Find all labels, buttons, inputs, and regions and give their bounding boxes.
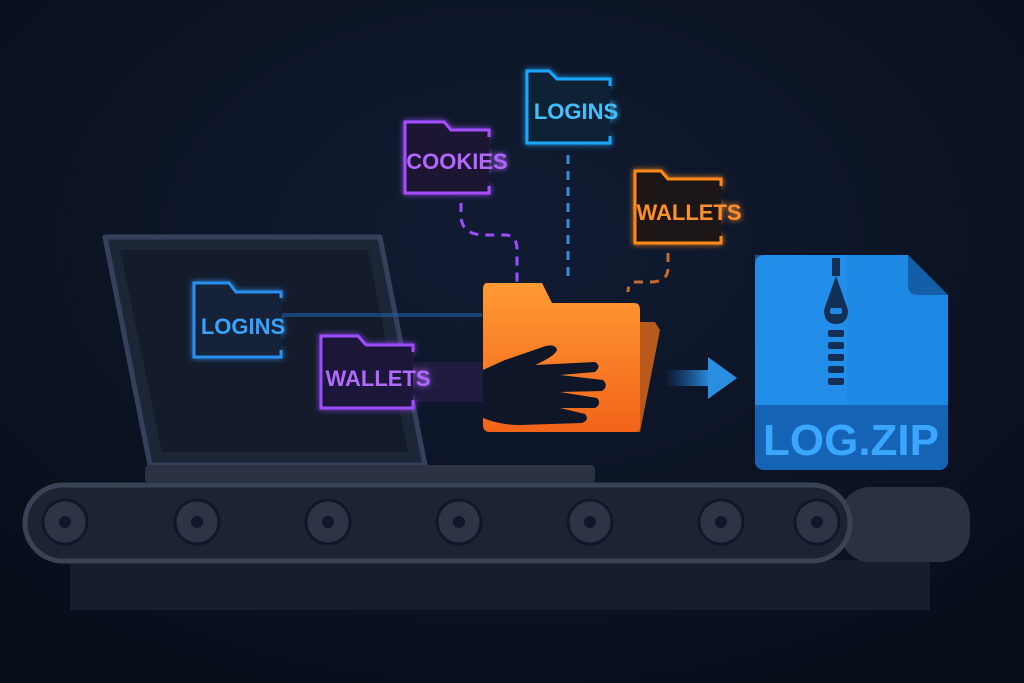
folder-label: COOKIES [406,149,507,174]
arrow-right-icon [665,357,737,399]
conveyor-belt [22,482,970,610]
motion-trail [413,362,488,402]
zip-label: LOG.ZIP [763,416,939,465]
log-zip-file: LOG.ZIP [755,255,948,470]
folder-logins-laptop: LOGINS [192,281,285,359]
folder-label: WALLETS [325,366,430,391]
folder-label: LOGINS [534,99,618,124]
folder-logins-top: LOGINS [525,69,618,145]
motion-trail [282,313,482,317]
hand-icon [483,345,606,425]
connector-lines [459,155,670,293]
folder-wallets-laptop: WALLETS [319,334,431,410]
folder-wallets-top: WALLETS [633,169,742,245]
folder-label: WALLETS [636,200,741,225]
folder-cookies: COOKIES [403,120,508,195]
folder-label: LOGINS [201,314,285,339]
